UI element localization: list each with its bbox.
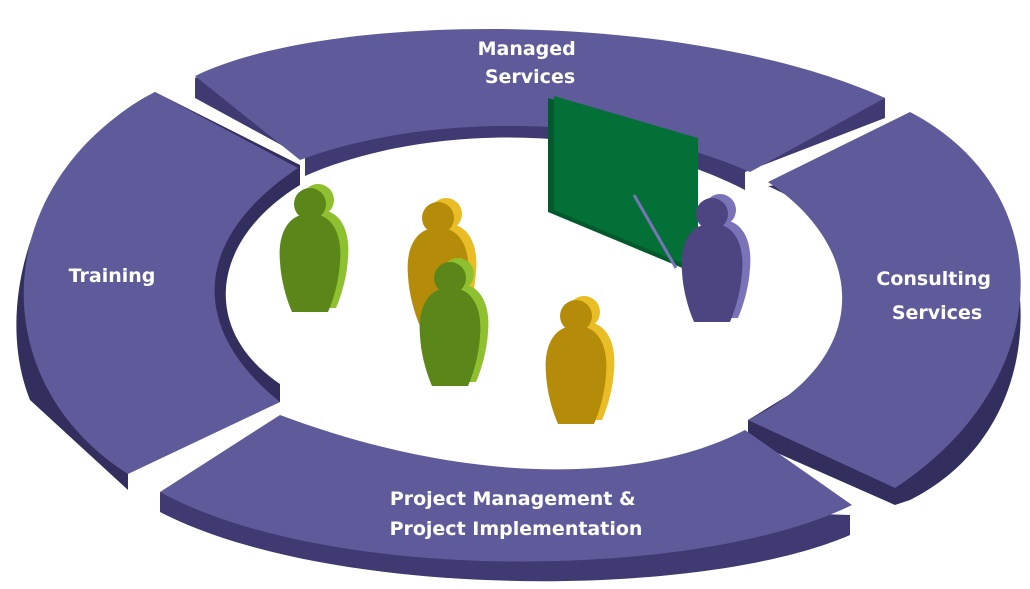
person-icon <box>279 184 349 312</box>
ring-top <box>23 28 1021 562</box>
segment-labels: Managed Services Consulting Services Pro… <box>69 38 997 540</box>
project-management-label: Project Management & Project Implementat… <box>390 488 643 540</box>
person-icon <box>545 296 615 424</box>
consulting-services-segment[interactable] <box>748 112 1021 488</box>
managed-services-segment[interactable] <box>195 28 885 172</box>
pointer-icon <box>632 194 678 269</box>
managed-services-label: Managed Services <box>478 38 583 88</box>
consulting-services-label: Consulting Services <box>876 268 997 324</box>
training-segment[interactable] <box>23 92 299 474</box>
training-label: Training <box>69 265 156 287</box>
project-segment[interactable] <box>160 415 852 562</box>
whiteboard-icon <box>548 96 698 272</box>
